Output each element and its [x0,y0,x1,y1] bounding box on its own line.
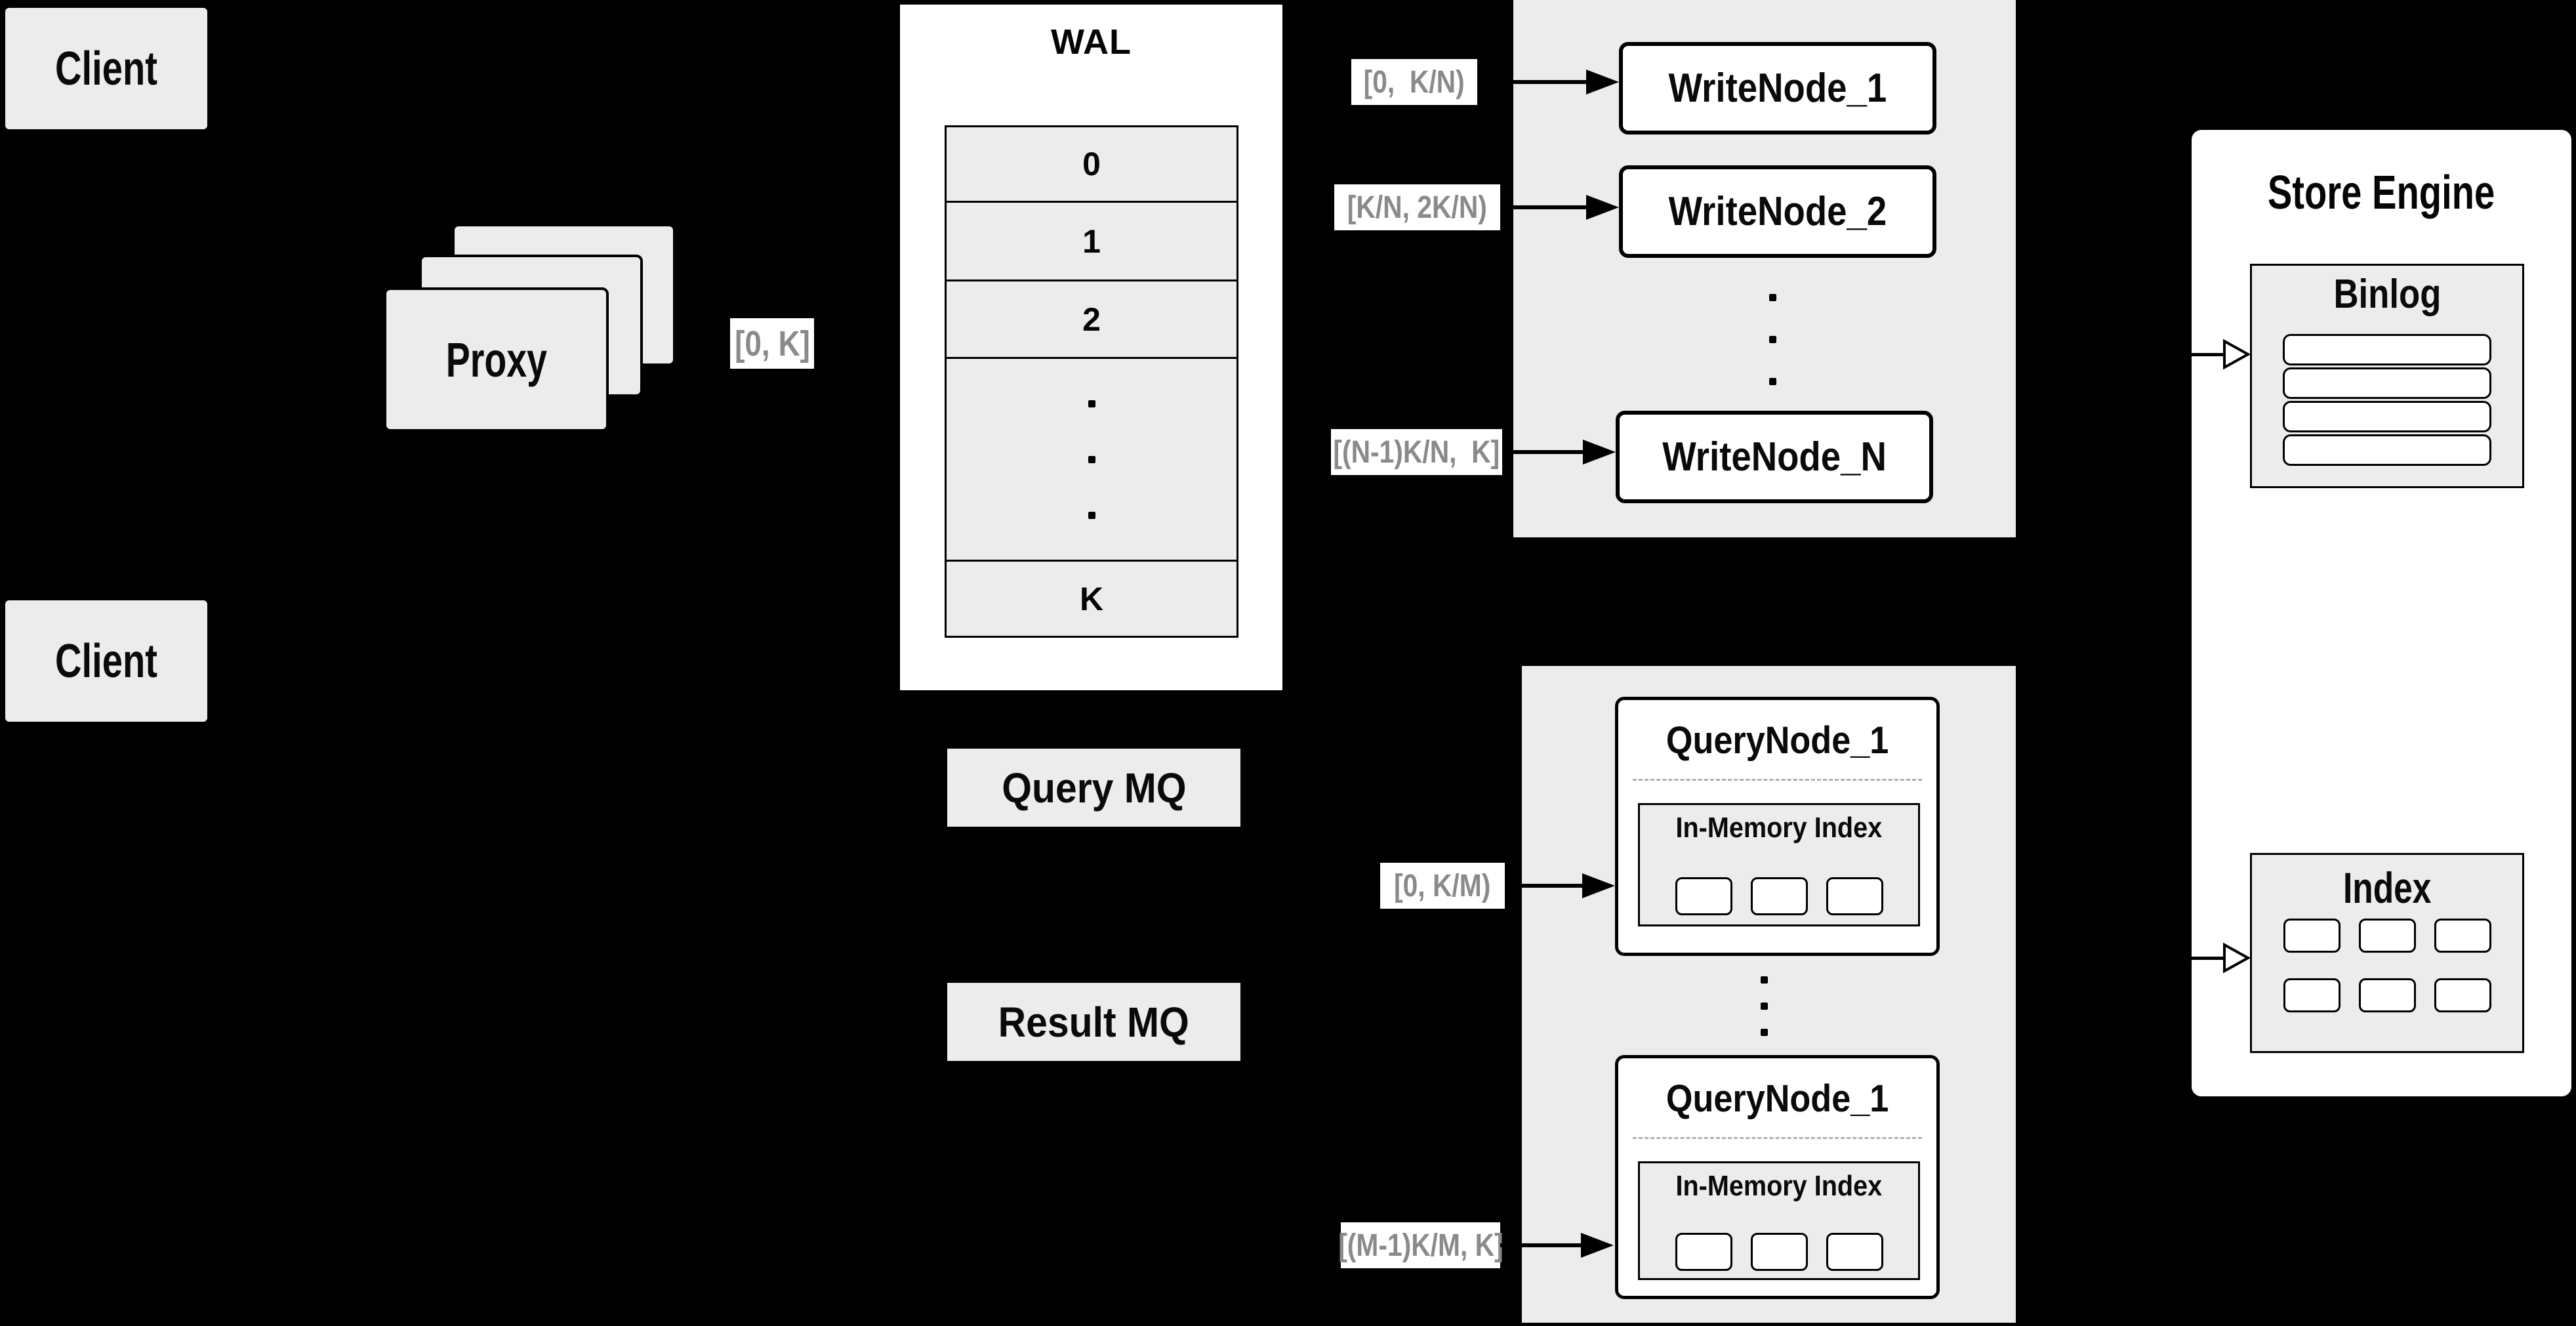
index-segments [1640,1233,1918,1271]
arrowhead-to-binlog [2223,339,2250,370]
binlog-rows [2283,334,2491,466]
index-cells [2252,919,2522,1012]
arrow-to-index [2190,957,2226,960]
range-label-write-n: [(N-1)K/N, K] [1331,429,1502,475]
segment-cell [1675,1233,1732,1271]
range-label-write-1: [0, K/N) [1351,59,1477,105]
dashed-divider [1633,1137,1922,1139]
wal-table: 0 1 2 K [945,125,1238,638]
wal-panel: WAL 0 1 2 K [898,3,1284,692]
ellipsis-dot [1088,400,1095,407]
range-label-proxy-to-wal: [0, K] [730,318,814,369]
in-memory-index-box: In-Memory Index [1638,1161,1920,1280]
wal-row-1: 1 [947,201,1237,280]
query-node-2: QueryNode_1 In-Memory Index [1615,1055,1940,1299]
index-cell [2434,978,2491,1012]
index-cell [2358,919,2416,953]
write-node-n: WriteNode_N [1616,411,1933,503]
query-node-1-title: QueryNode_1 [1666,719,1889,762]
arrowhead-query-1 [1582,873,1615,898]
query-mq-box: Query MQ [947,749,1240,827]
store-engine-panel: Store Engine Binlog Index [2190,128,2573,1098]
ellipsis-dot [1088,511,1095,519]
client-bottom-label: Client [54,634,157,688]
arrow-query-1 [1505,884,1584,888]
segment-cell [1826,877,1883,915]
in-memory-index-title: In-Memory Index [1675,1170,1883,1202]
range-label-write-2: [K/N, 2K/N) [1334,184,1500,230]
query-node-2-title: QueryNode_1 [1666,1077,1889,1120]
query-node-1: QueryNode_1 In-Memory Index [1615,697,1940,956]
arrow-query-m [1500,1243,1582,1247]
range-label-query-1: [0, K/M) [1380,863,1505,909]
dashed-divider [1633,779,1922,781]
segment-cell [1750,1233,1808,1271]
proxy-card-front: Proxy [384,287,609,432]
in-memory-index-title: In-Memory Index [1675,812,1883,844]
store-engine-title: Store Engine [2268,167,2495,219]
client-top-label: Client [54,42,157,95]
binlog-row [2283,401,2491,432]
segment-cell [1675,877,1732,915]
wal-row-0: 0 [947,127,1237,201]
segment-cell [1826,1233,1883,1271]
arrowhead-write-1 [1586,70,1619,94]
index-cell [2283,978,2341,1012]
index-cell [2358,978,2416,1012]
arrowhead-query-m [1581,1233,1614,1258]
ellipsis-dot [1088,455,1095,463]
index-box: Index [2250,853,2524,1053]
arrowhead-write-2 [1586,195,1619,220]
query-node-ellipsis [1761,976,1768,1036]
arrow-write-2 [1500,205,1587,209]
index-title: Index [2342,863,2432,912]
arrow-write-n [1502,450,1584,454]
in-memory-index-box: In-Memory Index [1638,803,1920,926]
wal-row-k: K [947,560,1237,636]
binlog-row [2283,367,2491,399]
binlog-row [2283,434,2491,466]
write-node-2: WriteNode_2 [1619,165,1936,258]
index-cell [2434,919,2491,953]
arrowhead-write-n [1583,440,1616,465]
index-segments [1640,877,1918,915]
index-cell [2283,919,2341,953]
segment-cell [1750,877,1808,915]
write-node-1: WriteNode_1 [1619,42,1936,135]
arrow-to-binlog [2190,353,2226,356]
binlog-title: Binlog [2333,272,2441,317]
arrow-write-1 [1477,80,1587,84]
binlog-row [2283,334,2491,365]
wal-row-ellipsis [947,357,1237,560]
write-node-ellipsis [1769,294,1776,385]
client-box-top: Client [5,8,207,129]
binlog-box: Binlog [2250,264,2524,488]
arrowhead-to-index [2223,942,2250,974]
range-label-query-m: [(M-1)K/M, K] [1338,1222,1503,1268]
proxy-label: Proxy [445,332,547,387]
client-box-bottom: Client [5,600,207,722]
wal-title: WAL [1051,22,1132,62]
result-mq-box: Result MQ [947,983,1240,1061]
wal-row-2: 2 [947,280,1237,357]
